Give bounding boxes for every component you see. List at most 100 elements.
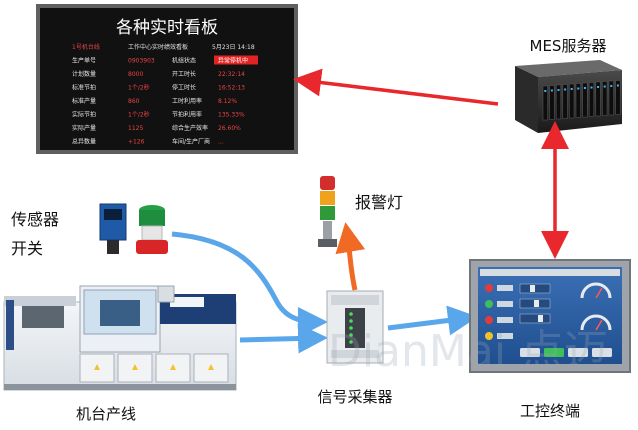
dashboard-header-cell: 1号机台线 xyxy=(72,43,100,51)
dashboard-field-value: 8.12% xyxy=(218,98,237,105)
warning-icon xyxy=(132,364,138,370)
machine-control-strip xyxy=(6,300,14,350)
dashboard-field-label: 实际产量 xyxy=(72,124,96,132)
dashboard-field-value: +126 xyxy=(128,139,145,146)
dashboard-field-value: 26.60% xyxy=(218,125,241,132)
alarm-amber-segment xyxy=(320,191,335,205)
server-side xyxy=(515,66,538,133)
signal-collector-label: 信号采集器 xyxy=(317,388,392,406)
push-button-base xyxy=(136,240,168,254)
dashboard-field-value: 1个/2秒 xyxy=(128,84,150,92)
dashboard-field-label: 综合生产效率 xyxy=(172,124,208,132)
dashboard-field-label: 计划数量 xyxy=(72,70,96,78)
hmi-status-field xyxy=(497,333,513,339)
dashboard-field-label: 节拍利用率 xyxy=(172,111,202,119)
machine-cabinet-panels xyxy=(79,353,229,383)
server-drive-led xyxy=(583,87,586,89)
hmi-gauge-needle xyxy=(595,287,603,299)
arrow-collector-to-alarm xyxy=(335,222,366,291)
machine-hopper xyxy=(157,285,175,303)
collector-led xyxy=(349,319,353,323)
server-drive-led xyxy=(603,85,606,88)
hmi-slider-knob xyxy=(530,285,535,292)
sensor-switches: 传感器 开关 xyxy=(11,203,168,258)
dashboard-field-value: 16:52:13 xyxy=(218,85,245,92)
dashboard-field-label: 标准产量 xyxy=(72,97,96,105)
server-drive-led xyxy=(550,89,553,92)
machine-left-rail xyxy=(4,296,76,306)
server-drive-led xyxy=(616,84,619,87)
photo-sensor-lens xyxy=(104,209,122,220)
sensor-label-line1: 传感器 xyxy=(11,210,59,229)
hmi-status-field xyxy=(497,285,513,291)
dashboard-field-value: 22:32:14 xyxy=(218,71,245,78)
alarm-light-label: 报警灯 xyxy=(355,193,403,212)
machine-brand-panel xyxy=(170,297,204,307)
server-drive-led xyxy=(610,85,613,87)
hmi-indicator-lamp xyxy=(485,332,493,340)
alarm-green-segment xyxy=(320,206,335,220)
server-drive-bay xyxy=(555,84,562,120)
arrow-sensor-to-collector xyxy=(171,231,328,337)
collector-status-leds xyxy=(349,312,353,344)
machine-mold xyxy=(100,300,140,326)
server-drive-led xyxy=(564,88,567,91)
collector-module xyxy=(345,308,365,348)
hmi-screen-button xyxy=(544,348,564,357)
dashboard-field-value: 860 xyxy=(128,98,140,105)
photo-sensor-cable xyxy=(107,240,119,254)
server-drive-led xyxy=(597,86,600,88)
machine-line-label: 机台产线 xyxy=(76,405,136,423)
alarm-light: 报警灯 xyxy=(318,176,403,247)
hmi-status-field xyxy=(497,317,513,323)
alarm-pole xyxy=(323,221,332,239)
server-drive-bay xyxy=(602,81,608,116)
server-top xyxy=(515,60,622,77)
push-button-body xyxy=(139,210,165,226)
mes-server-label: MES服务器 xyxy=(530,37,607,55)
hmi-slider-knob xyxy=(534,300,539,307)
dashboard-field-value: 8000 xyxy=(128,71,143,78)
collector-led xyxy=(349,326,353,330)
signal-collector: 信号采集器 xyxy=(317,290,393,406)
arrow-server-to-dashboard xyxy=(293,68,499,106)
watermark: DianMai 点迈 xyxy=(328,326,608,377)
dashboard-field-label: 生产单号 xyxy=(72,57,96,65)
dashboard-field-value: ... xyxy=(218,139,224,146)
dashboard-status-highlight xyxy=(214,55,258,65)
server-drive-bay xyxy=(608,80,614,116)
hmi-indicator-lamp xyxy=(485,284,493,292)
server-drive-bay xyxy=(542,85,548,121)
server-drive-bay xyxy=(549,85,555,120)
hmi-screen-button xyxy=(520,348,540,357)
dashboard-field-value: 异常停机中 xyxy=(218,57,248,65)
server-drive-led xyxy=(557,89,560,91)
machine-floor-rail xyxy=(4,384,236,390)
hmi-indicator-lamp xyxy=(485,316,493,324)
dashboard-field-label: 开工时长 xyxy=(172,70,196,78)
dashboard-field-value: 1个/2秒 xyxy=(128,111,150,119)
collector-led xyxy=(349,312,353,316)
server-drive-bay xyxy=(582,82,588,118)
server-drive-led xyxy=(590,86,593,89)
control-terminal: 工控终端 xyxy=(469,259,631,420)
sensor-label-line2: 开关 xyxy=(11,239,43,258)
hmi-screen-button xyxy=(592,348,612,357)
server-drive-led xyxy=(577,87,580,90)
hmi-slider-knob xyxy=(538,315,543,322)
server-drive-led xyxy=(570,88,573,90)
server-drive-led xyxy=(544,90,547,92)
dashboard-field-label: 实际节拍 xyxy=(72,111,96,119)
hmi-status-field xyxy=(497,301,513,307)
hmi-slider-track xyxy=(519,313,551,324)
dashboard-field-label: 总异数量 xyxy=(72,138,96,146)
warning-icon xyxy=(208,364,214,370)
server-drive-bay xyxy=(575,83,581,118)
machine-line: 机台产线 xyxy=(3,285,237,423)
collector-led xyxy=(349,340,353,344)
machine-cabinet-panel xyxy=(79,353,115,383)
hmi-gauge-icon xyxy=(580,314,612,331)
